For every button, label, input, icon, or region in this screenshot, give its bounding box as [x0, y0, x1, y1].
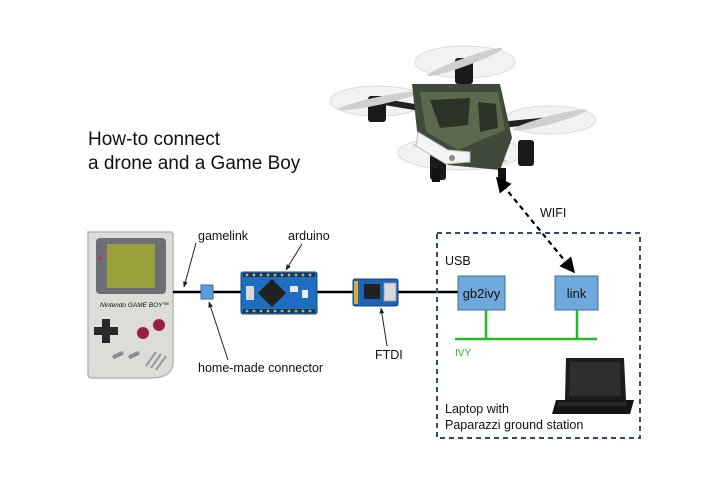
arduino-pointer [285, 243, 303, 271]
ground-station-label-line1: Laptop with [445, 402, 509, 416]
gamelink-label: gamelink [198, 229, 249, 243]
link-label: link [567, 286, 587, 301]
ftdi-pointer [379, 307, 388, 347]
gameboy-icon: Nintendo GAME BOY™ [87, 231, 174, 379]
gameboy-brand-text: Nintendo GAME BOY™ [100, 302, 169, 309]
arduino-label: arduino [288, 229, 330, 243]
connector-icon [200, 284, 214, 300]
ftdi-board-icon [352, 278, 399, 307]
ftdi-label: FTDI [375, 348, 403, 362]
laptop-icon [552, 358, 634, 414]
connector-pointer [208, 301, 229, 361]
gb2ivy-box [457, 275, 506, 311]
ground-station-boundary [436, 232, 641, 439]
usb-label: USB [445, 254, 471, 268]
gb2ivy-label: gb2ivy [463, 286, 501, 301]
home-made-connector-label: home-made connector [198, 361, 323, 375]
ivy-label: IVY [455, 348, 471, 359]
wifi-label: WIFI [540, 206, 566, 220]
gamelink-pointer [183, 242, 197, 288]
wifi-link-arrow [496, 176, 575, 274]
ground-station-label-line2: Paparazzi ground station [445, 418, 583, 432]
diagram-title-line2: a drone and a Game Boy [88, 153, 301, 174]
drone-icon [329, 45, 597, 182]
arduino-board-icon [240, 271, 318, 315]
link-box [554, 275, 599, 311]
diagram-title-line1: How-to connect [88, 129, 221, 150]
